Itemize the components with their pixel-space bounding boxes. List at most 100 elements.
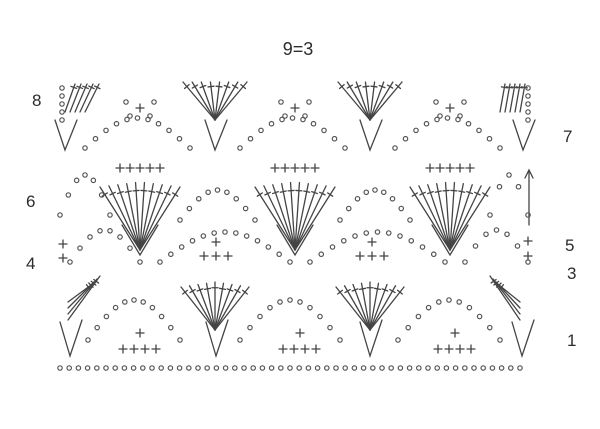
double-crochet-symbol [214,286,250,331]
double-crochet-symbol [139,181,146,251]
v-stitch-symbol [204,119,228,152]
chain-stitch-symbol [59,93,65,99]
single-crochet-symbol [300,344,310,354]
chain-stitch-symbol [257,313,263,320]
double-crochet-symbol [449,184,473,251]
double-crochet-symbol [108,185,141,251]
v-stitch-symbol [205,319,229,359]
double-crochet-symbol [514,83,521,113]
chain-stitch-symbol [289,115,296,121]
row-label-7: 7 [563,127,572,146]
chain-stitch-symbol [268,365,275,371]
single-crochet-symbol [145,163,155,173]
chain-stitch-symbol [487,212,493,218]
single-crochet-symbol [445,163,455,173]
double-crochet-symbol [449,185,482,251]
chain-stitch-symbol [59,101,65,107]
chain-stitch-symbol [457,113,463,119]
chain-stitch-symbol [122,299,128,305]
chain-stitch-symbol [389,195,396,202]
chain-stitch-symbol [443,365,450,371]
chain-stitch-symbol [395,337,401,343]
chain-stitch-symbol [130,365,137,371]
double-crochet-symbol [369,282,380,331]
chain-stitch-symbol [302,113,308,119]
v-stitch-symbol [359,319,383,359]
chain-stitch-symbol [127,245,133,251]
chain-stitch-symbol [237,337,243,343]
double-crochet-symbol [492,278,521,315]
row-label-8: 8 [32,91,41,110]
single-crochet-symbol [211,251,221,261]
chain-stitch-symbol [205,189,211,196]
v-stitch-symbol [54,119,78,152]
chain-stitch-symbol [297,299,303,305]
chain-stitch-symbol [158,365,165,371]
single-crochet-symbol [455,344,465,354]
double-crochet-symbol [449,181,456,251]
chain-stitch-symbol [497,145,503,151]
chain-stitch-symbol [233,230,239,236]
double-crochet-symbol [427,184,451,251]
chain-stitch-symbol [345,205,352,212]
chain-stitch-symbol [489,365,496,371]
chain-stitch-symbol [369,365,376,371]
chain-stitch-symbol [57,212,63,218]
chain-stitch-symbol [483,231,489,238]
chain-stitch-symbol [493,227,500,233]
chain-stitch-symbol [433,99,439,105]
chain-stitch-symbol [342,145,348,151]
chain-stitch-symbol [434,116,440,123]
chain-stitch-symbol [65,192,72,198]
double-crochet-symbol [126,183,141,251]
single-crochet-symbol [450,328,460,338]
chain-stitch-symbol [140,365,146,371]
double-crochet-symbol [139,183,154,251]
v-stitch-symbol [511,319,535,359]
double-crochet-symbol [369,81,376,121]
single-crochet-symbol [118,344,128,354]
double-crochet-symbol [294,185,327,251]
double-crochet-symbol [99,186,141,251]
chain-stitch-symbol [525,117,531,123]
chain-stitch-symbol [423,120,430,127]
chain-stitch-symbol [247,135,254,142]
chain-stitch-symbol [157,259,163,265]
chain-stitch-symbol [149,365,155,371]
chain-stitch-symbol [342,365,349,371]
double-crochet-symbol [409,186,451,251]
chain-stitch-symbol [66,365,73,371]
chain-stitch-symbol [525,109,531,115]
chain-stitch-symbol [187,145,193,151]
chain-stitch-symbol [177,337,183,343]
double-crochet-symbol [369,81,394,121]
chain-stitch-symbol [327,324,333,331]
chain-stitch-symbol [398,205,405,212]
chain-stitch-symbol [57,365,63,371]
chain-stitch-symbol [374,229,381,235]
single-crochet-symbol [367,237,377,247]
chain-stitch-symbol [189,237,196,244]
chain-stitch-symbol [178,244,185,250]
chain-stitch-symbol [318,251,325,258]
chain-stitch-symbol [446,297,452,303]
single-crochet-symbol [465,163,475,173]
v-stitch-symbol [359,119,383,152]
chain-stitch-symbol [497,337,503,343]
double-crochet-symbol [281,183,296,251]
double-crochet-symbol [352,283,371,331]
chain-stitch-symbol [204,365,211,371]
single-crochet-symbol [58,253,68,263]
chain-stitch-symbol [525,85,531,91]
single-crochet-symbol [379,251,389,261]
chain-stitch-symbol [90,177,97,184]
chain-stitch-symbol [462,259,468,265]
chain-stitch-symbol [113,120,120,127]
chain-stitch-symbol [267,304,273,311]
double-crochet-symbol [369,81,385,121]
double-crochet-symbol [360,282,371,331]
chain-stitch-symbol [278,99,284,105]
single-crochet-symbol [115,163,125,173]
single-crochet-symbol [211,237,221,247]
chain-stitch-symbol [486,324,493,331]
